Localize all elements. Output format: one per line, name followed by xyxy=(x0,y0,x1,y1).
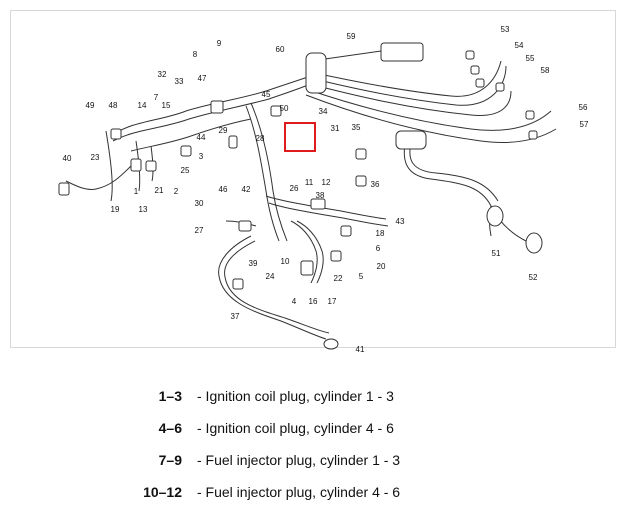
legend-row: 7–9 - Fuel injector plug, cylinder 1 - 3 xyxy=(0,452,625,476)
part-label: 24 xyxy=(266,272,275,281)
part-label: 35 xyxy=(352,123,361,132)
part-label: 45 xyxy=(262,90,271,99)
part-label: 50 xyxy=(280,104,289,113)
part-label: 8 xyxy=(193,50,198,59)
part-label: 60 xyxy=(276,45,285,54)
part-label: 15 xyxy=(162,101,171,110)
legend-description: - Ignition coil plug, cylinder 1 - 3 xyxy=(197,388,394,404)
part-label: 38 xyxy=(316,191,325,200)
connector-shapes xyxy=(58,42,543,350)
part-label: 34 xyxy=(319,107,328,116)
part-label: 18 xyxy=(376,229,385,238)
part-label: 12 xyxy=(322,178,331,187)
harness-lines xyxy=(65,50,557,340)
part-label: 5 xyxy=(359,272,364,281)
part-label: 48 xyxy=(109,101,118,110)
part-label: 21 xyxy=(155,186,164,195)
part-label: 2 xyxy=(174,187,179,196)
part-label: 31 xyxy=(331,124,340,133)
legend-key: 1–3 xyxy=(158,388,182,404)
legend-key: 7–9 xyxy=(158,452,182,468)
part-label: 17 xyxy=(328,297,337,306)
part-label: 29 xyxy=(219,126,228,135)
part-label: 28 xyxy=(256,134,265,143)
part-label: 57 xyxy=(580,120,589,129)
part-label: 16 xyxy=(309,297,318,306)
part-label: 43 xyxy=(396,217,405,226)
part-label: 54 xyxy=(515,41,524,50)
part-label: 47 xyxy=(198,74,207,83)
part-label: 58 xyxy=(541,66,550,75)
part-label: 51 xyxy=(492,249,501,258)
part-label: 3 xyxy=(199,152,204,161)
part-label: 44 xyxy=(197,133,206,142)
part-label: 42 xyxy=(242,185,251,194)
part-label: 25 xyxy=(181,166,190,175)
part-label: 59 xyxy=(347,32,356,41)
legend-description: - Fuel injector plug, cylinder 4 - 6 xyxy=(197,484,401,500)
part-label: 10 xyxy=(281,257,290,266)
part-label: 41 xyxy=(356,345,365,354)
part-label: 56 xyxy=(579,103,588,112)
part-label: 19 xyxy=(111,205,120,214)
part-label: 23 xyxy=(91,153,100,162)
part-label: 4 xyxy=(292,297,297,306)
legend-key: 10–12 xyxy=(143,484,182,500)
part-label: 7 xyxy=(154,93,159,102)
part-label: 11 xyxy=(305,178,314,187)
part-label: 27 xyxy=(195,226,204,235)
part-label: 39 xyxy=(249,259,258,268)
part-label: 52 xyxy=(529,273,538,282)
part-label: 30 xyxy=(195,199,204,208)
part-label: 26 xyxy=(290,184,299,193)
part-label: 49 xyxy=(86,101,95,110)
legend-description: - Ignition coil plug, cylinder 4 - 6 xyxy=(197,420,394,436)
part-label: 20 xyxy=(377,262,386,271)
legend-description: - Fuel injector plug, cylinder 1 - 3 xyxy=(197,452,401,468)
part-label: 22 xyxy=(334,274,343,283)
part-label: 46 xyxy=(219,185,228,194)
legend-key: 4–6 xyxy=(158,420,182,436)
part-label: 9 xyxy=(217,39,222,48)
highlight-box xyxy=(284,122,316,152)
part-label: 36 xyxy=(371,180,380,189)
part-label: 33 xyxy=(175,77,184,86)
part-label: 37 xyxy=(231,312,240,321)
part-label: 55 xyxy=(526,54,535,63)
part-label: 13 xyxy=(139,205,148,214)
part-label: 40 xyxy=(63,154,72,163)
part-label: 6 xyxy=(376,244,381,253)
part-label: 32 xyxy=(158,70,167,79)
legend-row: 1–3 - Ignition coil plug, cylinder 1 - 3 xyxy=(0,388,625,412)
part-label: 14 xyxy=(138,101,147,110)
part-label: 1 xyxy=(134,187,139,196)
legend-row: 10–12 - Fuel injector plug, cylinder 4 -… xyxy=(0,484,625,508)
part-label: 53 xyxy=(501,25,510,34)
legend-row: 4–6 - Ignition coil plug, cylinder 4 - 6 xyxy=(0,420,625,444)
